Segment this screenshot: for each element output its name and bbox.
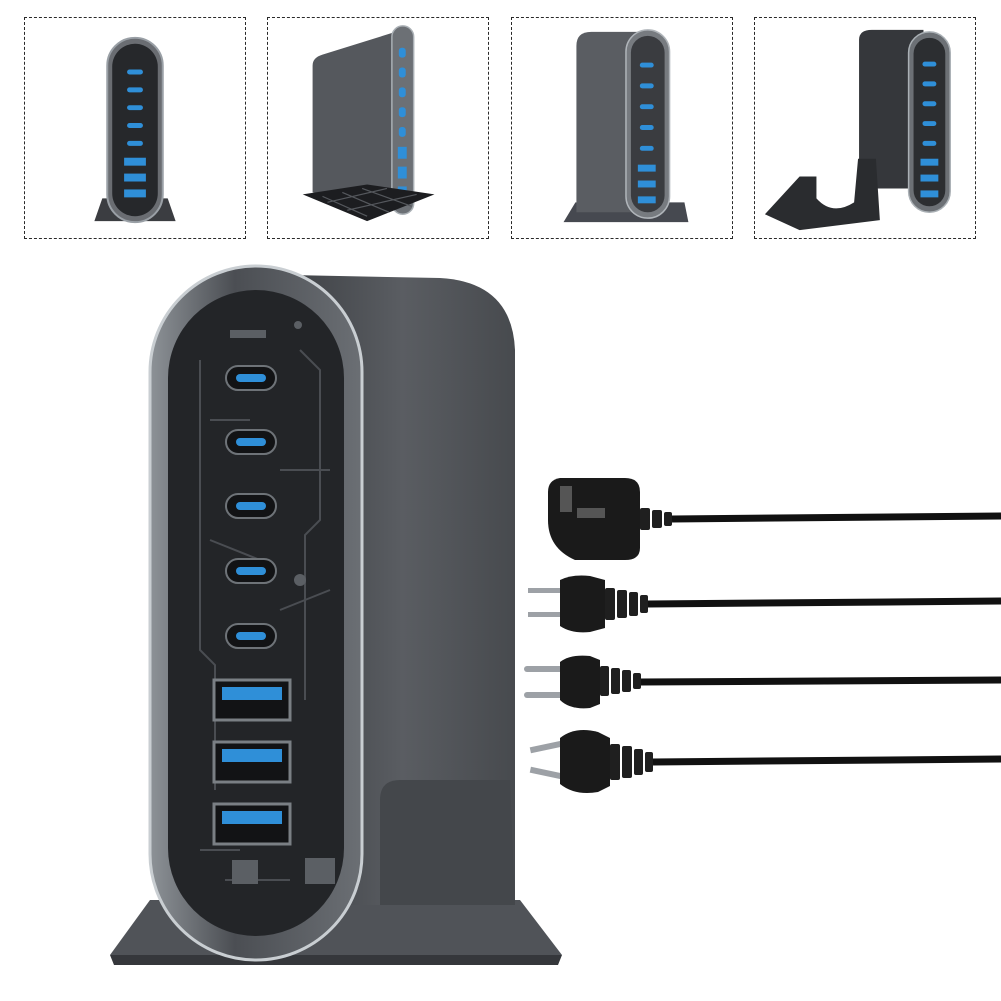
- thumbnail-side-view[interactable]: [267, 17, 489, 239]
- usb-a-ports: [212, 678, 292, 846]
- thumbnail-stand-detached-view[interactable]: [754, 17, 976, 239]
- uk-plug-icon: [548, 478, 1001, 560]
- charger-hero-image: [110, 264, 1001, 965]
- usb-c-ports: [225, 365, 277, 649]
- charger-stand-detached-image: [764, 29, 951, 231]
- au-plug-icon: [529, 730, 1001, 793]
- us-plug-icon: [528, 575, 1001, 633]
- thumbnail-front-view[interactable]: [24, 17, 246, 239]
- charger-side-image: [302, 25, 435, 222]
- charger-front-image: [94, 36, 176, 224]
- charger-angled-image: [563, 29, 689, 223]
- thumbnail-angled-view[interactable]: [511, 17, 733, 239]
- eu-plug-icon: [524, 655, 1001, 709]
